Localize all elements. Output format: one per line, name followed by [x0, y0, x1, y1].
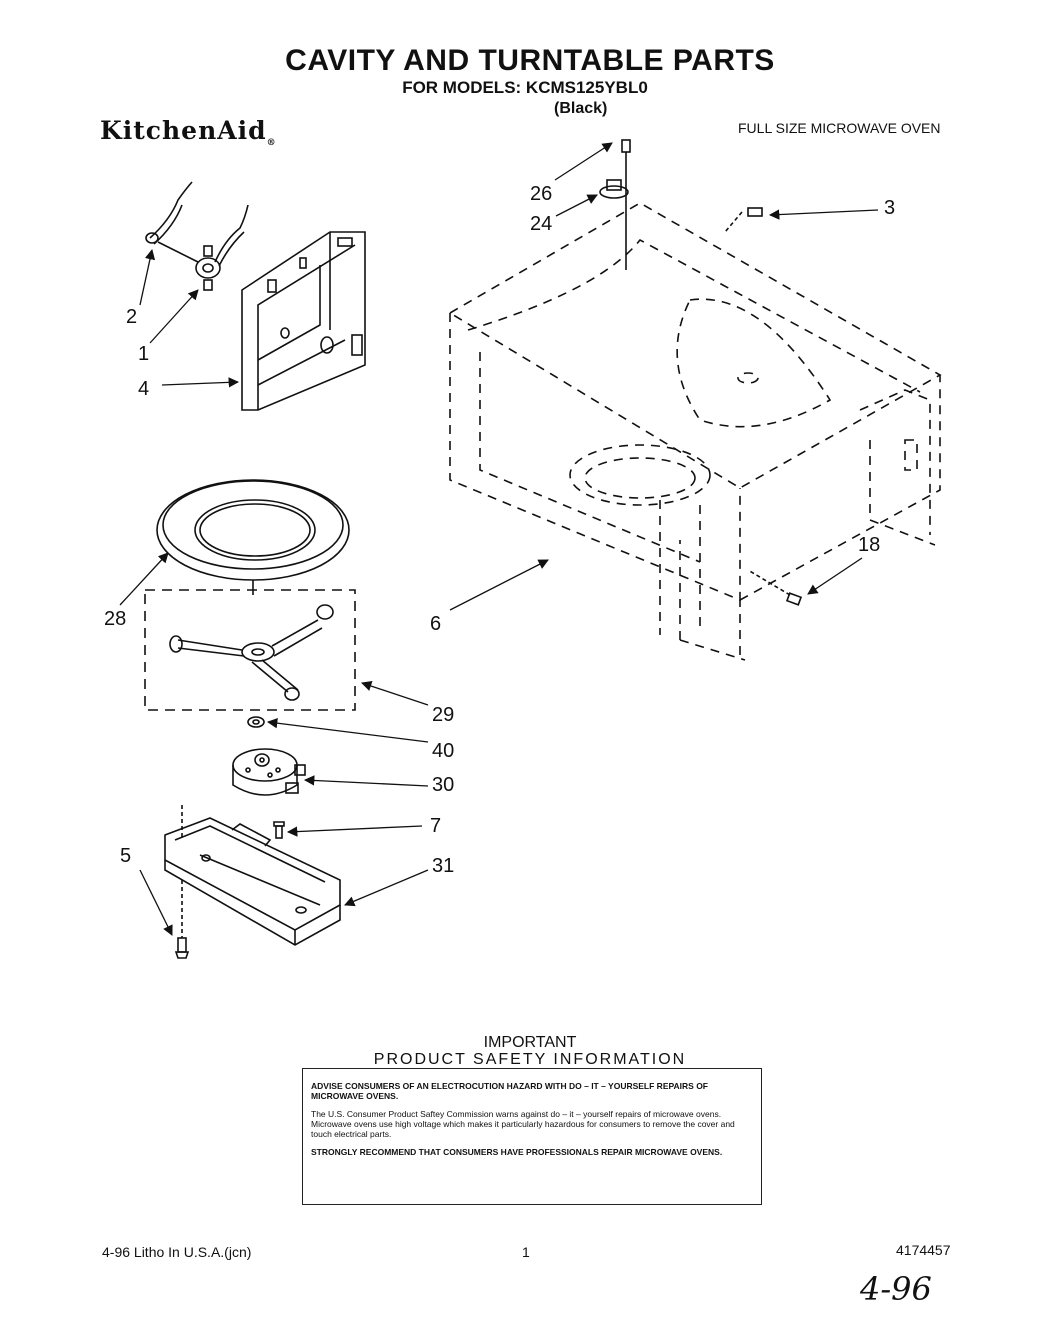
callout-24: 24 [530, 213, 553, 235]
coupler [247, 716, 265, 728]
wave-guide-bracket [241, 231, 366, 411]
callout-26: 26 [530, 183, 553, 205]
notice-paragraph-3: STRONGLY RECOMMEND THAT CONSUMERS HAVE P… [311, 1147, 723, 1157]
screw-5 [174, 937, 190, 959]
model-number: FOR MODELS: KCMS125YBL0 [402, 78, 648, 97]
notice-paragraph-2: The U.S. Consumer Product Saftey Commiss… [311, 1109, 735, 1139]
notice-paragraph-1: ADVISE CONSUMERS OF AN ELECTROCUTION HAZ… [311, 1081, 709, 1101]
page-title: CAVITY AND TURNTABLE PARTS [285, 44, 775, 77]
callout-2: 2 [126, 306, 138, 328]
oven-cavity [448, 202, 942, 661]
notice-subheading: PRODUCT SAFETY INFORMATION [373, 1051, 687, 1068]
callout-3: 3 [884, 197, 896, 219]
part-number: 4174457 [896, 1242, 951, 1258]
leader-lines [119, 142, 879, 936]
bottom-cover [164, 817, 341, 946]
callout-4: 4 [138, 378, 150, 400]
safety-notice-box: ADVISE CONSUMERS OF AN ELECTROCUTION HAZ… [302, 1068, 762, 1205]
callout-7: 7 [430, 815, 442, 837]
color-variant: (Black) [554, 100, 608, 117]
callout-6: 6 [430, 613, 442, 635]
callout-29: 29 [432, 704, 455, 726]
screw-26 [621, 139, 631, 270]
turntable-motor [232, 748, 306, 796]
turntable-tray [156, 479, 350, 595]
notice-heading: IMPORTANT [483, 1034, 577, 1051]
screw-18 [747, 569, 803, 606]
print-info: 4-96 Litho In U.S.A.(jcn) [102, 1244, 252, 1260]
screw-7 [273, 821, 285, 839]
callout-18: 18 [858, 534, 881, 556]
callout-30: 30 [432, 774, 455, 796]
page-number: 1 [522, 1244, 530, 1260]
callout-40: 40 [432, 740, 455, 762]
thermostat-24 [599, 179, 629, 199]
callout-31: 31 [432, 855, 455, 877]
callout-1: 1 [138, 343, 150, 365]
callout-5: 5 [120, 845, 132, 867]
thermal-fuse [145, 181, 249, 291]
handwritten-date: 4-96 [860, 1270, 932, 1308]
callout-28: 28 [104, 608, 127, 630]
screw-3 [724, 207, 763, 233]
brand-logo: KitchenAid® [100, 116, 277, 148]
roller-guide-box [144, 589, 356, 711]
roller-guide [169, 604, 334, 701]
oven-type-label: FULL SIZE MICROWAVE OVEN [738, 120, 941, 136]
